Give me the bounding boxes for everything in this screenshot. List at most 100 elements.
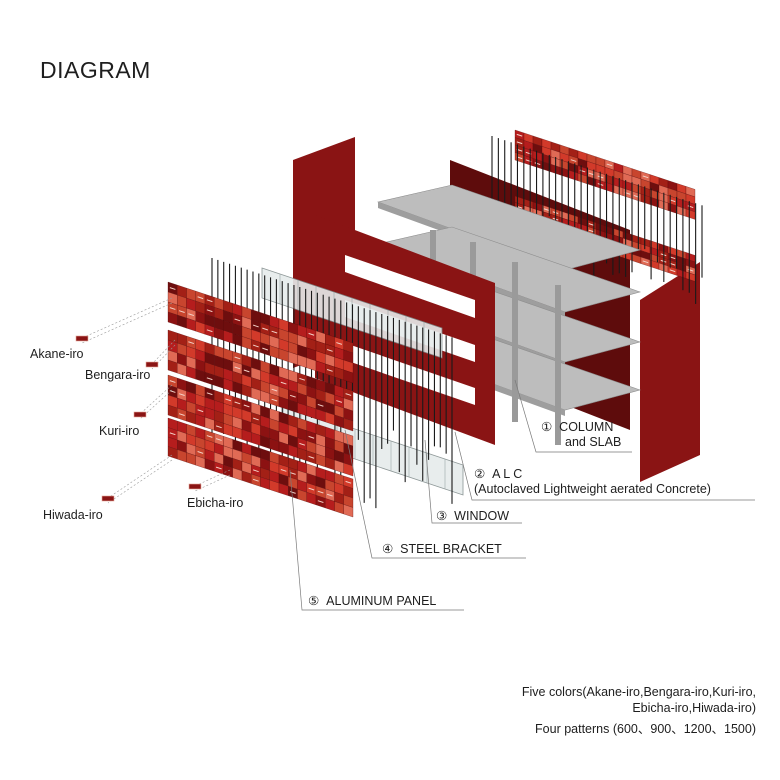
panel-joint xyxy=(262,347,269,351)
front-panel-strip xyxy=(167,281,354,384)
component-name: A L C xyxy=(492,467,523,481)
panel-joint xyxy=(516,141,523,145)
panel-joint xyxy=(317,500,324,504)
panel-joint xyxy=(252,324,259,328)
leader-bracket xyxy=(344,429,526,559)
panel-joint xyxy=(197,451,204,454)
panel-joint xyxy=(252,469,259,473)
label-ebicha-iro: Ebicha-iro xyxy=(187,496,244,510)
panel-joint xyxy=(308,487,315,491)
label-window: ③ WINDOW xyxy=(436,509,509,524)
panel-joint xyxy=(543,208,550,212)
note-colors-line1: Five colors(Akane-iro,Bengara-iro,Kuri-i… xyxy=(521,685,756,699)
panel-tile xyxy=(685,208,696,220)
panel-joint xyxy=(178,393,185,396)
panel-tile xyxy=(343,417,354,432)
panel-joint xyxy=(234,318,241,322)
alc-opening xyxy=(345,343,475,405)
color-swatch xyxy=(145,361,159,368)
panel-joint xyxy=(215,425,222,429)
component-number: ③ xyxy=(436,509,448,523)
panel-joint xyxy=(206,377,213,381)
panel-joint xyxy=(243,404,250,408)
swatch-leader xyxy=(81,297,173,339)
panel-joint xyxy=(271,398,278,402)
component-sub: and SLAB xyxy=(565,435,622,449)
panel-joint xyxy=(326,493,333,497)
panel-joint xyxy=(299,442,306,446)
swatch-leader xyxy=(139,389,173,420)
panel-tile xyxy=(343,504,354,518)
panel-joint xyxy=(197,296,204,300)
panel-joint xyxy=(345,393,352,396)
alc-opening xyxy=(345,255,475,318)
component-number: ① xyxy=(541,420,553,434)
leader-window xyxy=(424,439,522,524)
panel-joint xyxy=(299,377,306,381)
panel-joint xyxy=(516,133,523,137)
note-four-patterns: Four patterns (600、900、1200、1500) xyxy=(535,722,756,736)
panel-tile xyxy=(685,271,696,282)
color-swatch xyxy=(133,411,147,418)
panel-joint xyxy=(169,380,176,383)
panel-joint xyxy=(169,432,176,436)
panel-joint xyxy=(308,455,315,459)
panel-joint xyxy=(308,332,315,336)
panel-joint xyxy=(206,299,213,303)
panel-joint xyxy=(197,409,204,413)
panel-joint xyxy=(206,329,213,333)
panel-joint xyxy=(345,480,352,484)
panel-joint xyxy=(326,349,333,352)
color-swatch xyxy=(188,483,202,490)
label-column-and-slab: ① COLUMN and SLAB xyxy=(541,420,621,450)
panel-joint xyxy=(178,310,185,313)
panel-joint xyxy=(262,327,269,331)
leader-column xyxy=(514,379,632,453)
label-alc: ② A L C (Autoclaved Lightweight aerated … xyxy=(474,467,711,497)
panel-joint xyxy=(215,438,222,441)
panel-joint xyxy=(206,435,213,438)
panel-joint xyxy=(169,307,176,310)
swatch-leader xyxy=(151,344,176,370)
component-name: COLUMN xyxy=(559,420,614,434)
side-alc-panel xyxy=(640,262,700,482)
panel-joint xyxy=(336,400,343,403)
panel-joint xyxy=(206,392,213,396)
panel-tile xyxy=(343,369,354,384)
front-panel-strip xyxy=(167,329,354,432)
panel-joint xyxy=(206,309,213,313)
panel-joint xyxy=(317,490,324,494)
component-name: STEEL BRACKET xyxy=(400,542,502,556)
label-hiwada-iro: Hiwada-iro xyxy=(43,508,103,522)
panel-joint xyxy=(252,417,259,421)
swatch-leader xyxy=(151,339,176,365)
component-sub: (Autoclaved Lightweight aerated Concrete… xyxy=(474,482,711,496)
label-steel-bracket: ④ STEEL BRACKET xyxy=(382,542,502,557)
panel-joint xyxy=(687,205,694,209)
panel-joint xyxy=(289,491,296,494)
panel-joint xyxy=(570,159,577,162)
note-five-colors: Five colors(Akane-iro,Bengara-iro,Kuri-i… xyxy=(522,684,756,716)
panel-joint xyxy=(234,356,241,360)
panel-joint xyxy=(534,162,541,166)
panel-joint xyxy=(225,398,232,402)
panel-joint xyxy=(642,260,649,264)
front-panel-strip xyxy=(167,417,354,518)
component-name: WINDOW xyxy=(454,509,510,523)
panel-joint xyxy=(271,388,278,392)
panel-joint xyxy=(687,268,694,272)
component-name: ALUMINUM PANEL xyxy=(326,594,437,608)
panel-joint xyxy=(317,403,324,407)
swatch-leader xyxy=(107,454,173,499)
label-akane-iro: Akane-iro xyxy=(30,347,84,361)
panel-joint xyxy=(271,330,278,334)
panel-joint xyxy=(252,344,259,348)
label-kuri-iro: Kuri-iro xyxy=(99,424,140,438)
front-panel-strip xyxy=(167,374,354,477)
panel-tile xyxy=(343,462,354,477)
column xyxy=(555,285,561,445)
panel-joint xyxy=(234,366,241,370)
column xyxy=(512,262,518,422)
panel-joint xyxy=(669,269,676,273)
label-aluminum-panel: ⑤ ALUMINUM PANEL xyxy=(308,594,436,609)
